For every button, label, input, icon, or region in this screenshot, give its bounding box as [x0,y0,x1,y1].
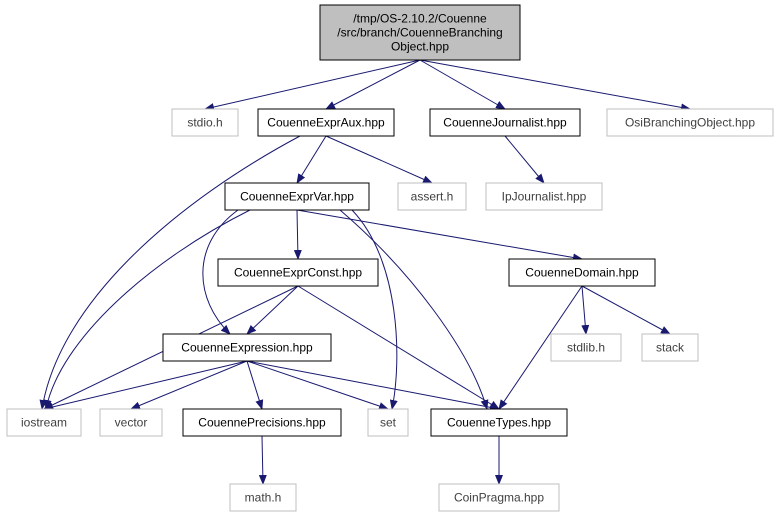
node-label-line: CouenneJournalist.hpp [443,116,567,130]
edge-exprVar-to-iostream [43,209,251,410]
edge-expression-to-iostream [43,360,248,411]
node-root[interactable]: /tmp/OS-2.10.2/Couenne/src/branch/Couenn… [319,4,521,61]
node-label-line: CouenneExprVar.hpp [240,190,354,204]
node-box [99,408,163,437]
node-label-line: IpJournalist.hpp [502,190,587,204]
edge-exprVar-to-set [351,209,398,410]
node-box [162,333,332,362]
node-label-line: CouenneExprConst.hpp [234,266,362,280]
edge-expression-to-vector [130,360,248,410]
edge-expression-to-precisions [246,360,264,410]
node-box [550,333,622,362]
node-vector: vector [99,408,163,437]
node-label-line: Object.hpp [391,40,449,54]
node-exprVar[interactable]: CouenneExprVar.hpp [224,182,370,211]
node-box [367,408,409,437]
node-stdlib: stdlib.h [550,333,622,362]
edge-precisions-to-math [258,435,267,485]
node-exprAux[interactable]: CouenneExprAux.hpp [257,108,395,137]
edge-expression-to-set [246,360,389,410]
node-label-line: math.h [245,491,282,505]
node-journalist[interactable]: CouenneJournalist.hpp [429,108,581,137]
node-box [606,108,774,137]
node-box [182,408,342,437]
edge-expression-to-types [246,360,500,412]
node-box [438,483,560,512]
node-ipJournalist: IpJournalist.hpp [485,182,603,211]
edge-exprConst-to-expression [246,285,299,335]
edge-root-to-osiBranching [419,59,691,112]
nodes-layer: /tmp/OS-2.10.2/Couenne/src/branch/Couenn… [6,4,774,512]
node-box [508,258,656,287]
node-assert: assert.h [397,182,467,211]
node-box [319,4,521,61]
node-label-line: CouenneDomain.hpp [525,266,639,280]
node-box [429,108,581,137]
edge-domain-to-types [498,285,583,410]
edges-layer [39,59,691,485]
node-exprConst[interactable]: CouenneExprConst.hpp [217,258,379,287]
node-label-line: /src/branch/CouenneBranching [337,26,502,40]
edge-root-to-stdio [204,59,421,111]
edge-journalist-to-ipJournalist [504,135,545,184]
node-stdio: stdio.h [171,108,239,137]
node-label-line: OsiBranchingObject.hpp [625,116,755,130]
node-box [171,108,239,137]
node-math: math.h [229,483,297,512]
edge-exprAux-to-iostream [39,135,301,410]
edge-exprVar-to-types [339,209,489,410]
node-label-line: CouenneExprAux.hpp [267,116,385,130]
node-osiBranching: OsiBranchingObject.hpp [606,108,774,137]
node-precisions[interactable]: CouennePrecisions.hpp [182,408,342,437]
edge-exprConst-to-types [297,285,500,410]
edge-domain-to-stack [581,285,671,335]
node-box [641,333,699,362]
node-box [224,182,370,211]
node-box [6,408,82,437]
node-domain[interactable]: CouenneDomain.hpp [508,258,656,287]
node-label-line: stdlib.h [567,341,605,355]
edge-root-to-exprAux [325,59,421,110]
node-box [229,483,297,512]
node-box [397,182,467,211]
node-label-line: stack [656,341,685,355]
edge-domain-to-stdlib [581,285,590,335]
edge-exprAux-to-exprVar [296,135,327,184]
node-expression[interactable]: CouenneExpression.hpp [162,333,332,362]
node-label-line: CoinPragma.hpp [454,491,544,505]
node-label-line: set [380,416,397,430]
node-label-line: assert.h [411,190,454,204]
node-label-line: /tmp/OS-2.10.2/Couenne [353,12,487,26]
node-label-line: stdio.h [187,116,222,130]
node-box [257,108,395,137]
node-box [430,408,568,437]
edge-exprVar-to-expression [202,209,239,335]
node-label-line: CouennePrecisions.hpp [198,416,326,430]
node-label-line: vector [115,416,148,430]
edge-exprAux-to-assert [325,135,433,184]
node-stack: stack [641,333,699,362]
edge-exprVar-to-exprConst [293,209,302,260]
edge-root-to-journalist [419,59,506,110]
node-coinPragma: CoinPragma.hpp [438,483,560,512]
node-label-line: CouenneExpression.hpp [181,341,313,355]
edge-exprVar-to-domain [296,209,583,262]
node-types[interactable]: CouenneTypes.hpp [430,408,568,437]
node-box [485,182,603,211]
node-iostream: iostream [6,408,82,437]
node-label-line: CouenneTypes.hpp [447,416,551,430]
node-label-line: iostream [21,416,67,430]
node-box [217,258,379,287]
node-set: set [367,408,409,437]
